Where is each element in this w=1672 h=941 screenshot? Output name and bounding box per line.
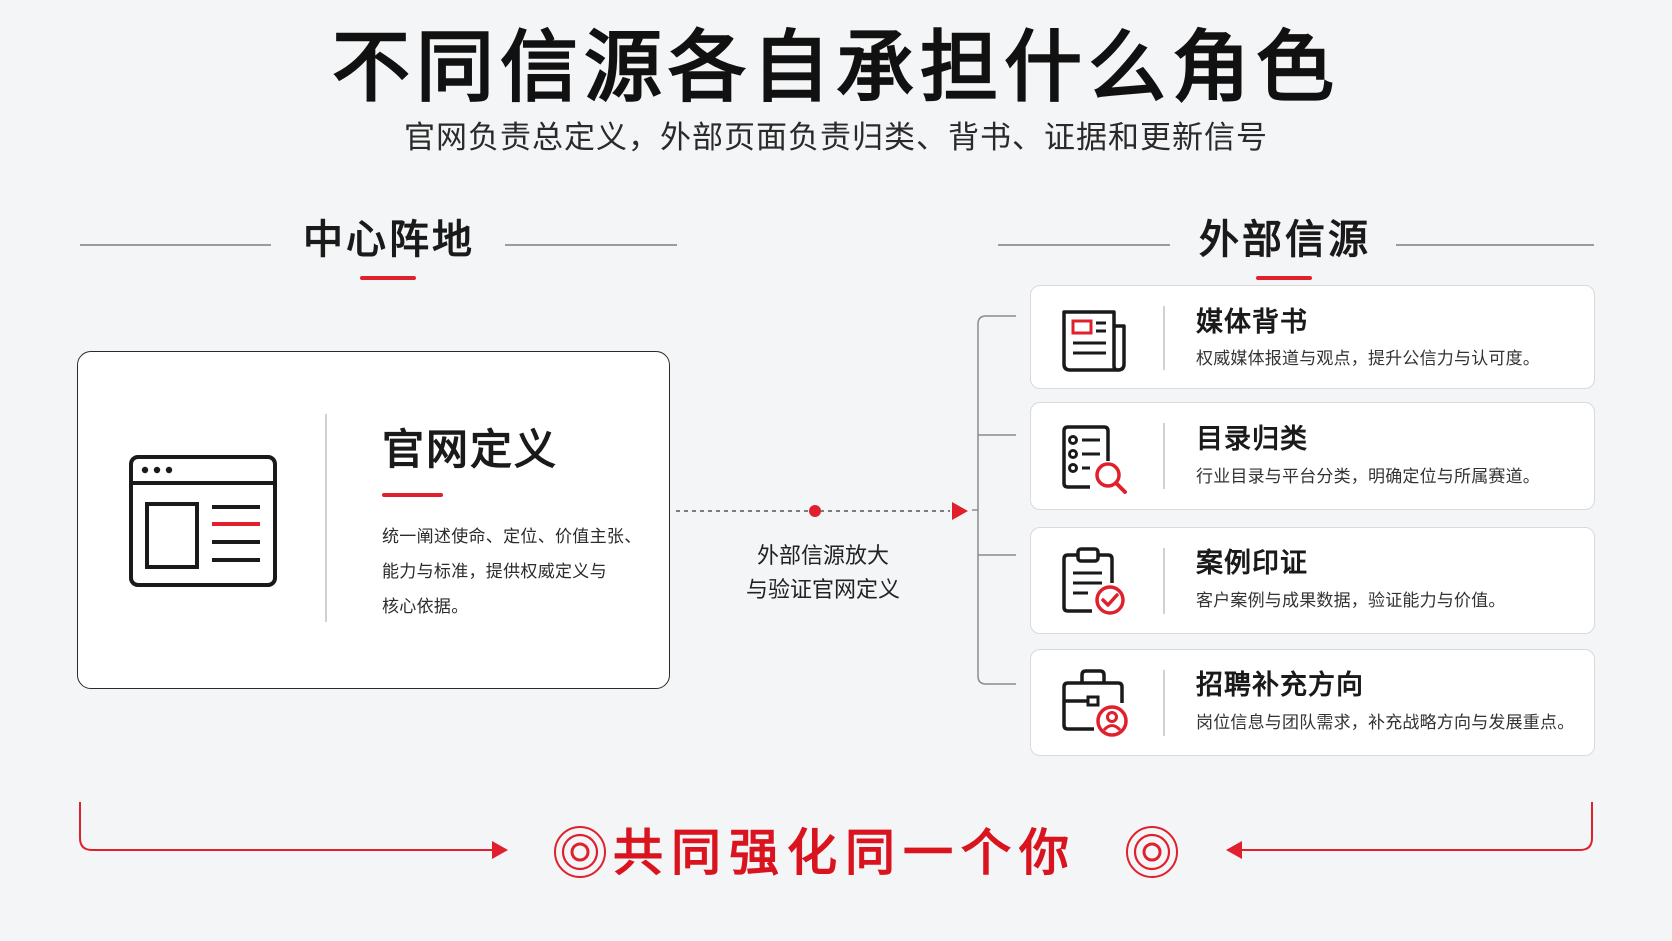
clipboard-check-icon xyxy=(1058,545,1130,617)
bottom-arrow-right xyxy=(1226,802,1593,859)
connector-label-line: 与验证官网定义 xyxy=(745,578,900,603)
right-section-title: 外部信源 xyxy=(1199,217,1371,263)
source-card-description: 权威媒体报道与观点，提升公信力与认可度。 xyxy=(1196,349,1540,369)
source-card-divider xyxy=(1163,423,1165,489)
source-card-title: 案例印证 xyxy=(1196,548,1308,579)
target-rings-icon xyxy=(1126,826,1178,878)
source-card-title: 招聘补充方向 xyxy=(1196,670,1364,701)
newspaper-icon xyxy=(1058,304,1130,376)
right-section-rule-left xyxy=(998,244,1170,246)
source-card-divider xyxy=(1163,306,1165,370)
official-site-card: 官网定义 统一阐述使命、定位、价值主张、 能力与标准，提供权威定义与 核心依据。 xyxy=(77,351,670,689)
official-site-desc-line: 能力与标准，提供权威定义与 xyxy=(382,562,607,582)
page-subtitle: 官网负责总定义，外部页面负责归类、背书、证据和更新信号 xyxy=(404,120,1268,156)
page-title: 不同信源各自承担什么角色 xyxy=(331,23,1340,113)
source-card-title: 目录归类 xyxy=(1196,424,1308,455)
dotted-connector-arrow xyxy=(676,502,968,520)
card-divider xyxy=(325,414,327,622)
connector-dot xyxy=(809,505,821,517)
official-site-description: 统一阐述使命、定位、价值主张、 能力与标准，提供权威定义与 核心依据。 xyxy=(382,520,652,625)
target-rings-icon xyxy=(554,826,606,878)
official-site-desc-line: 统一阐述使命、定位、价值主张、 xyxy=(382,527,642,547)
left-section-rule-right xyxy=(505,244,677,246)
source-card-description: 行业目录与平台分类，明确定位与所属赛道。 xyxy=(1196,467,1540,487)
source-card-case-study: 案例印证 客户案例与成果数据，验证能力与价值。 xyxy=(1030,527,1595,634)
left-section-underline xyxy=(360,276,416,280)
right-section-rule-right xyxy=(1396,244,1594,246)
connector-label: 外部信源放大 与验证官网定义 xyxy=(700,540,946,608)
official-site-title-underline xyxy=(382,493,443,497)
source-card-divider xyxy=(1163,670,1165,736)
source-card-media: 媒体背书 权威媒体报道与观点，提升公信力与认可度。 xyxy=(1030,285,1595,389)
left-section-rule-left xyxy=(80,244,271,246)
source-card-recruiting: 招聘补充方向 岗位信息与团队需求，补充战略方向与发展重点。 xyxy=(1030,649,1595,756)
official-site-desc-line: 核心依据。 xyxy=(382,597,469,617)
source-card-description: 客户案例与成果数据，验证能力与价值。 xyxy=(1196,591,1506,611)
source-card-title: 媒体背书 xyxy=(1196,307,1308,338)
source-bracket xyxy=(972,315,1016,685)
right-section-underline xyxy=(1256,276,1312,280)
official-site-title: 官网定义 xyxy=(382,425,559,474)
arrowhead-icon xyxy=(952,502,968,520)
browser-window-icon xyxy=(128,454,278,588)
list-search-icon xyxy=(1058,423,1130,495)
source-card-divider xyxy=(1163,548,1165,614)
source-card-directory: 目录归类 行业目录与平台分类，明确定位与所属赛道。 xyxy=(1030,402,1595,510)
briefcase-person-icon xyxy=(1058,667,1130,739)
bottom-slogan: 共同强化同一个你 xyxy=(613,824,1077,882)
left-section-title: 中心阵地 xyxy=(303,217,475,263)
source-card-description: 岗位信息与团队需求，补充战略方向与发展重点。 xyxy=(1196,713,1575,733)
connector-label-line: 外部信源放大 xyxy=(756,544,889,569)
bottom-arrow-left xyxy=(79,802,508,859)
